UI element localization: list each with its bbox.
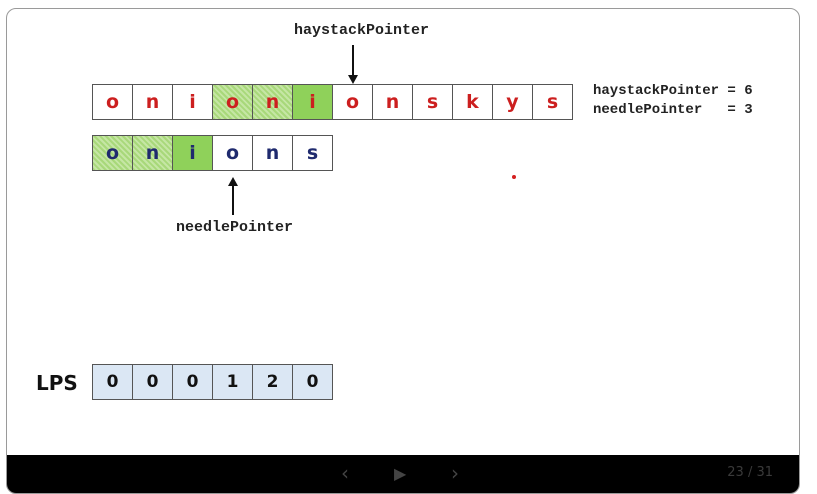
haystack-cell: o	[332, 84, 373, 120]
haystack-cell: n	[372, 84, 413, 120]
needle-pointer-status: needlePointer = 3	[593, 102, 753, 118]
haystack-pointer-status: haystackPointer = 6	[593, 83, 753, 99]
haystack-cell-matched: i	[292, 84, 333, 120]
haystack-cell: s	[412, 84, 453, 120]
haystack-pointer-arrow-head	[348, 75, 358, 84]
needle-pointer-label: needlePointer	[176, 219, 294, 236]
haystack-cell: k	[452, 84, 493, 120]
lps-cell: 0	[132, 364, 173, 400]
lps-label: LPS	[36, 371, 78, 395]
slide-canvas: haystackPointer o n i o n i o n s k y s …	[6, 8, 800, 494]
prev-slide-button[interactable]: ‹	[341, 461, 349, 485]
lps-cell: 1	[212, 364, 253, 400]
haystack-cell-matched: o	[212, 84, 253, 120]
needle-row: o n i o n s	[92, 135, 333, 171]
haystack-cell: s	[532, 84, 573, 120]
haystack-cell: i	[172, 84, 213, 120]
haystack-cell: n	[132, 84, 173, 120]
slide-counter: 23 / 31	[727, 465, 773, 480]
cursor-dot	[512, 175, 516, 179]
needle-cell: n	[252, 135, 293, 171]
needle-pointer-arrow-head	[228, 177, 238, 186]
needle-cell: s	[292, 135, 333, 171]
haystack-pointer-label: haystackPointer	[294, 22, 430, 39]
lps-row: 0 0 0 1 2 0	[92, 364, 333, 400]
lps-cell: 0	[92, 364, 133, 400]
haystack-cell: o	[92, 84, 133, 120]
play-button[interactable]: ▶	[394, 464, 407, 483]
haystack-cell-matched: n	[252, 84, 293, 120]
needle-cell-matched: o	[92, 135, 133, 171]
presentation-controls-bar: ‹ ▶ › 23 / 31	[7, 455, 799, 493]
haystack-pointer-arrow-shaft	[352, 45, 354, 75]
next-slide-button[interactable]: ›	[451, 461, 459, 485]
lps-cell: 2	[252, 364, 293, 400]
needle-cell-matched: i	[172, 135, 213, 171]
needle-cell-matched: n	[132, 135, 173, 171]
needle-cell: o	[212, 135, 253, 171]
lps-cell: 0	[172, 364, 213, 400]
haystack-cell: y	[492, 84, 533, 120]
lps-cell: 0	[292, 364, 333, 400]
haystack-row: o n i o n i o n s k y s	[92, 84, 573, 120]
needle-pointer-arrow-shaft	[232, 185, 234, 215]
